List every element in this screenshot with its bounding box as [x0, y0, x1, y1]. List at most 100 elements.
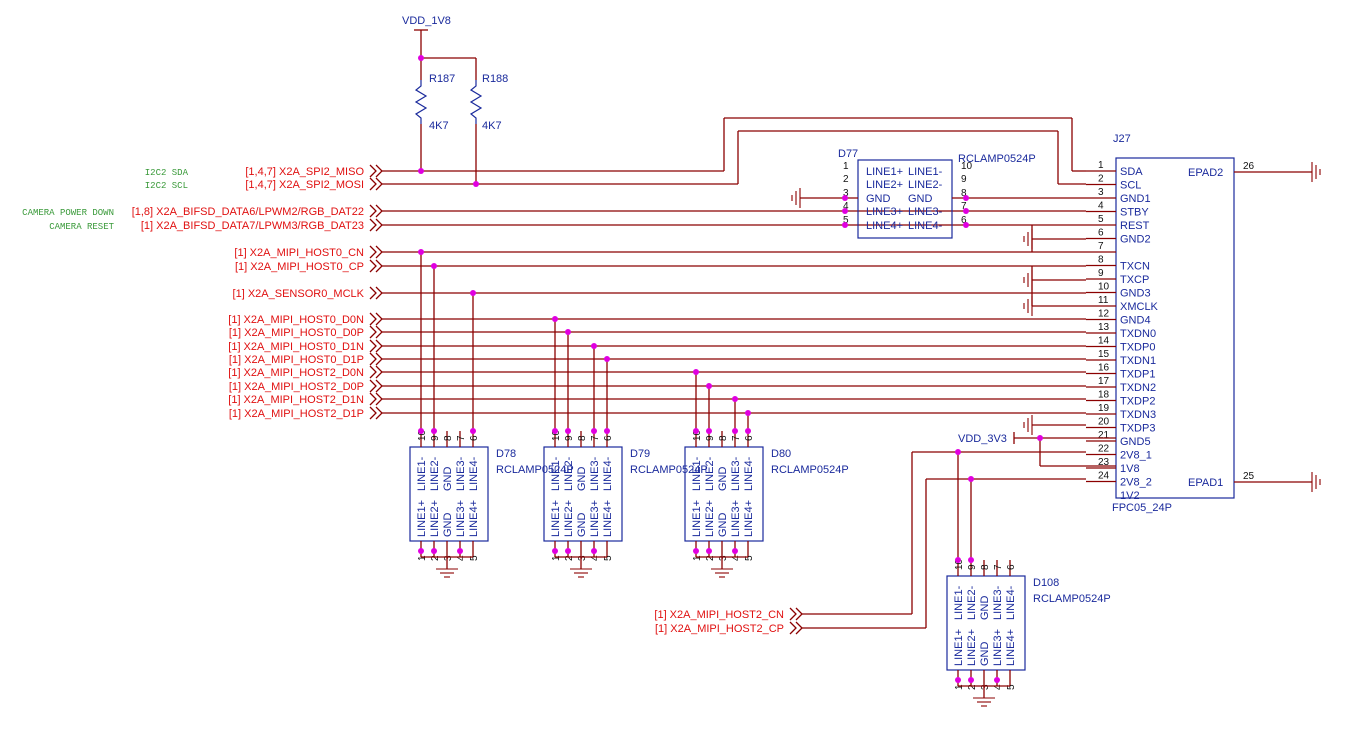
tvs-pin-number: 6 [603, 435, 614, 441]
tvs-ref: D79 [630, 448, 650, 460]
tvs-pin-number: 8 [718, 435, 729, 441]
j27-epad1: EPAD1 [1188, 477, 1223, 489]
junction-dot [470, 428, 476, 434]
net-wires [382, 117, 1086, 629]
junction-dot [732, 548, 738, 554]
j27-pin-name: GND2 [1120, 234, 1151, 246]
j27-pin-number: 9 [1098, 268, 1104, 279]
d77-pin-number: 3 [843, 188, 849, 199]
net-label: [1] X2A_MIPI_HOST2_CP [655, 621, 803, 635]
d77-pin-name: GND [866, 193, 891, 205]
j27-pin-name: 1V2 [1120, 490, 1140, 502]
net-name: [1] X2A_MIPI_HOST0_D1P [229, 354, 364, 366]
tvs-pin-number: 7 [590, 435, 601, 441]
tvs-pin-name: LINE4- [468, 456, 480, 491]
tvs-d79: D79RCLAMP0524P101LINE1+LINE1-92LINE2+LIN… [543, 316, 708, 578]
tvs-pin-name: LINE4- [602, 456, 614, 491]
tvs-pin-number: 9 [967, 564, 978, 570]
tvs-pin-name: LINE4- [1005, 585, 1017, 620]
j27-pin-number: 8 [1098, 255, 1104, 266]
j27-pin-number: 23 [1098, 457, 1110, 468]
tvs-pin-number: 3 [718, 555, 729, 561]
d77-part: RCLAMP0524P [958, 153, 1036, 165]
j27-pin-name: TXDN3 [1120, 409, 1156, 421]
tvs-pin-number: 8 [443, 435, 454, 441]
net-name: [1] X2A_MIPI_HOST0_D0N [228, 314, 364, 326]
tvs-d108: D108RCLAMP0524P101LINE1+LINE1-92LINE2+LI… [946, 449, 1111, 707]
j27-pin-number: 4 [1098, 201, 1104, 212]
j27-pin-name: TXDN1 [1120, 355, 1156, 367]
j27-pin-name: SDA [1120, 166, 1143, 178]
j27-pin-name: 1V8 [1120, 463, 1140, 475]
d77-pin-name: LINE2- [908, 179, 943, 191]
tvs-ref: D108 [1033, 577, 1059, 589]
j27-pin-number: 11 [1098, 295, 1109, 306]
d77-pin-number: 1 [843, 161, 849, 172]
tvs-d78: D78RCLAMP0524P101LINE1+LINE1-92LINE2+LIN… [409, 249, 574, 578]
net-comment: CAMERA RESET [49, 222, 114, 232]
junction-dot [693, 548, 699, 554]
junction-dot [968, 677, 974, 683]
junction-dot [994, 677, 1000, 683]
j27-pin-name: TXDN0 [1120, 328, 1156, 340]
j27-part: FPC05_24P [1112, 502, 1172, 514]
tvs-pin-number: 2 [430, 555, 441, 561]
j27-pin-number: 14 [1098, 336, 1110, 347]
tvs-pin-number: 2 [564, 555, 575, 561]
junction-dot [552, 548, 558, 554]
tvs-pin-number: 8 [980, 564, 991, 570]
j27-pin-name: TXDP2 [1120, 396, 1155, 408]
tvs-pin-name: LINE3+ [992, 629, 1004, 666]
net-name: [1] X2A_MIPI_HOST2_D0P [229, 381, 364, 393]
j27-pin-name: GND1 [1120, 193, 1151, 205]
junction-dot [418, 168, 424, 174]
tvs-pin-number: 7 [456, 435, 467, 441]
tvs-pin-number: 10 [692, 429, 703, 441]
d77-pin-name: LINE4- [908, 220, 943, 232]
tvs-pin-number: 6 [1006, 564, 1017, 570]
j27-pin-number: 15 [1098, 349, 1110, 360]
j27-pin-name: XMCLK [1120, 301, 1159, 313]
d77-pin-number: 7 [961, 201, 967, 212]
resistor-r187: R187 4K7 [414, 73, 455, 171]
junction-dot [418, 428, 424, 434]
junction-dot [431, 428, 437, 434]
j27-pin-number: 5 [1098, 214, 1104, 225]
tvs-pin-name: GND [442, 467, 454, 492]
junction-dot [968, 476, 974, 482]
d77-pin-number: 10 [961, 161, 973, 172]
net-name: [1] X2A_MIPI_HOST2_D1P [229, 408, 364, 420]
tvs-pin-number: 7 [731, 435, 742, 441]
tvs-pin-number: 5 [603, 555, 614, 561]
j27-pin-name: TXDP3 [1120, 423, 1155, 435]
d77-pin-number: 8 [961, 188, 967, 199]
tvs-pin-name: LINE3+ [589, 500, 601, 537]
tvs-pin-number: 9 [564, 435, 575, 441]
net-label: [1] X2A_SENSOR0_MCLK [233, 286, 383, 300]
tvs-pin-name: LINE2- [704, 456, 716, 491]
j27-pin-number: 2 [1098, 174, 1104, 185]
vdd-1v8-label: VDD_1V8 [402, 15, 451, 27]
tvs-pin-name: LINE3+ [730, 500, 742, 537]
tvs-part: RCLAMP0524P [771, 464, 849, 476]
tvs-pin-name: LINE4+ [1005, 629, 1017, 666]
tvs-pin-name: LINE2+ [704, 500, 716, 537]
tvs-pin-name: LINE2+ [563, 500, 575, 537]
tvs-pin-name: GND [717, 513, 729, 538]
junction-dot [431, 548, 437, 554]
j27-epad2-num: 26 [1243, 161, 1255, 172]
